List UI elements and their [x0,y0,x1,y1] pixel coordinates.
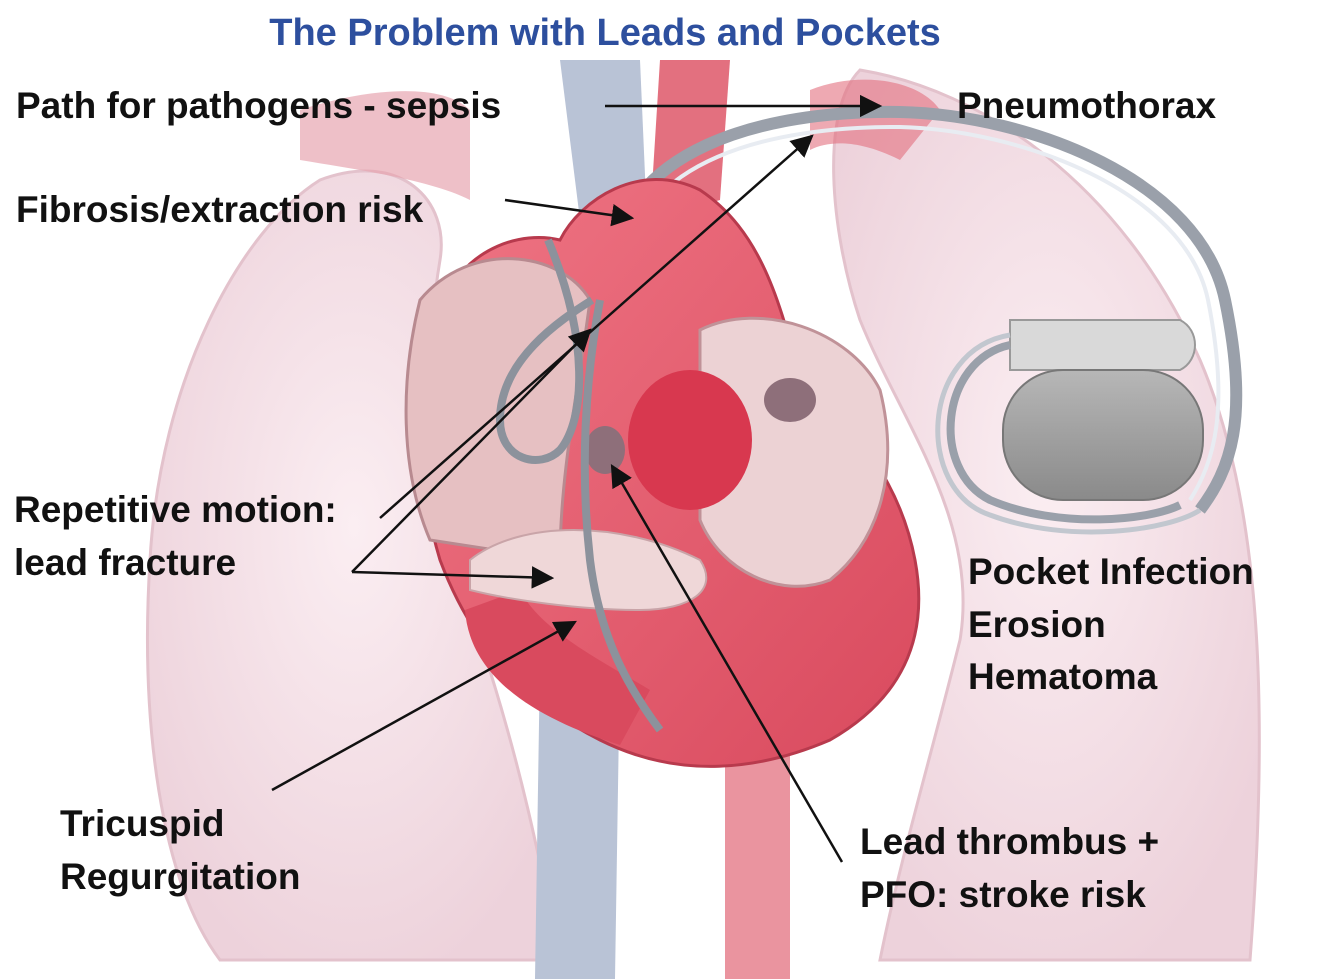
fossa-ovalis [585,426,625,474]
descending-aorta [725,740,790,979]
valve-opening [764,378,816,422]
label-pathogens-sepsis: Path for pathogens - sepsis [16,80,501,133]
label-pocket-complications: Pocket Infection Erosion Hematoma [968,546,1254,704]
label-lead-thrombus: Lead thrombus + PFO: stroke risk [860,816,1159,921]
label-fibrosis-extraction: Fibrosis/extraction risk [16,184,423,237]
diagram-title: The Problem with Leads and Pockets [0,12,1210,55]
label-pneumothorax: Pneumothorax [957,80,1216,133]
label-tricuspid-regurgitation: Tricuspid Regurgitation [60,798,300,903]
atrial-appendage [628,370,752,510]
label-repetitive-motion: Repetitive motion: lead fracture [14,484,337,589]
